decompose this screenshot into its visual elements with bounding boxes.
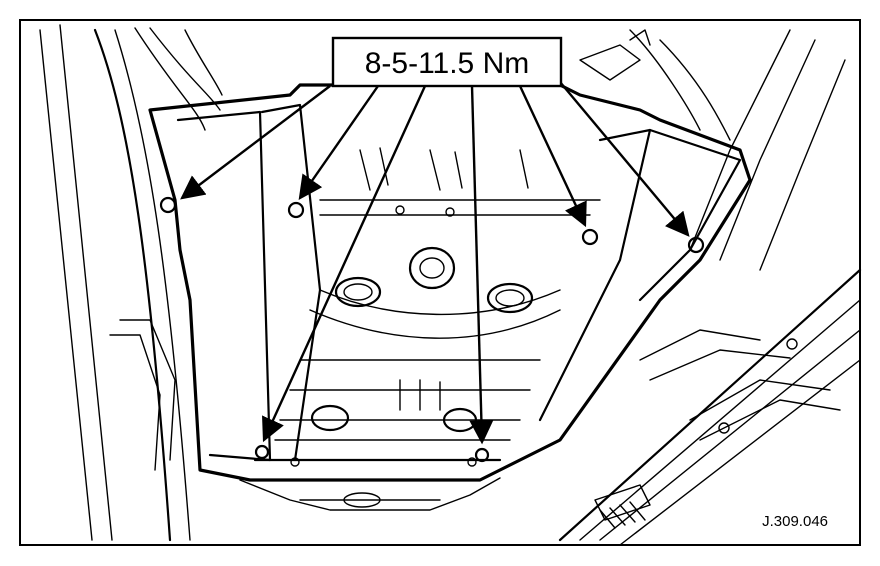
leader-arrow-4 [469, 85, 494, 445]
torque-callout-label: 8-5-11.5 Nm [365, 47, 530, 80]
leader-arrow-5 [518, 85, 587, 228]
torque-callout: 8-5-11.5 Nm [331, 36, 563, 88]
fastener-1 [159, 196, 177, 214]
torque-callout-box [331, 36, 563, 88]
leader-arrows [180, 81, 690, 445]
fastener-3 [581, 228, 599, 246]
leader-arrow-6 [559, 81, 690, 237]
leader-arrow-3 [262, 85, 427, 443]
fasteners [159, 196, 705, 463]
left-body-panel [39, 24, 223, 542]
leader-arrow-1 [180, 85, 331, 200]
fastener-2 [287, 201, 305, 219]
right-body-panel [558, 29, 862, 546]
fastener-5 [254, 444, 270, 460]
leader-arrow-2 [298, 85, 379, 200]
fastener-4 [687, 236, 705, 254]
fastener-6 [474, 447, 490, 463]
figure-reference-code: J.309.046 [762, 513, 828, 530]
